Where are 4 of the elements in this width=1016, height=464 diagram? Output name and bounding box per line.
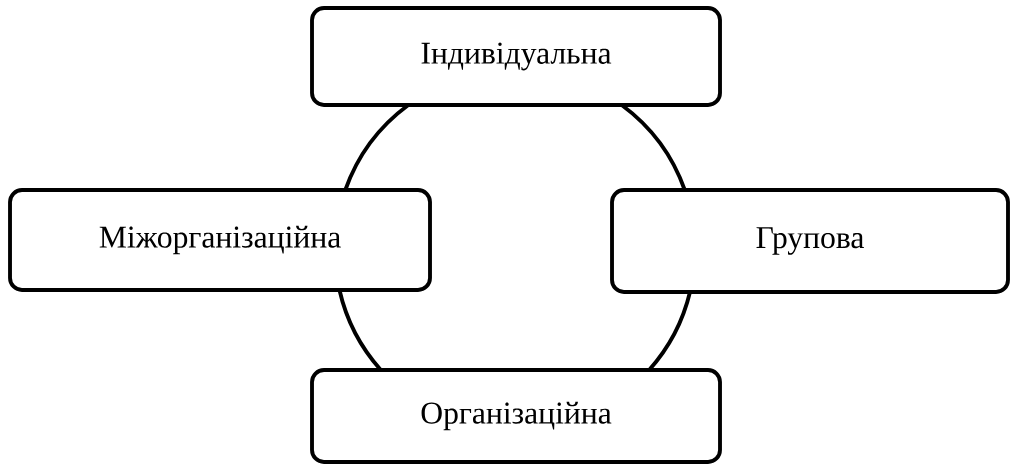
label-box: Групова bbox=[610, 188, 1010, 294]
label-box: Організаційна bbox=[310, 368, 722, 464]
label-box: Міжорганізаційна bbox=[8, 188, 432, 292]
label-box: Індивідуальна bbox=[310, 6, 722, 107]
